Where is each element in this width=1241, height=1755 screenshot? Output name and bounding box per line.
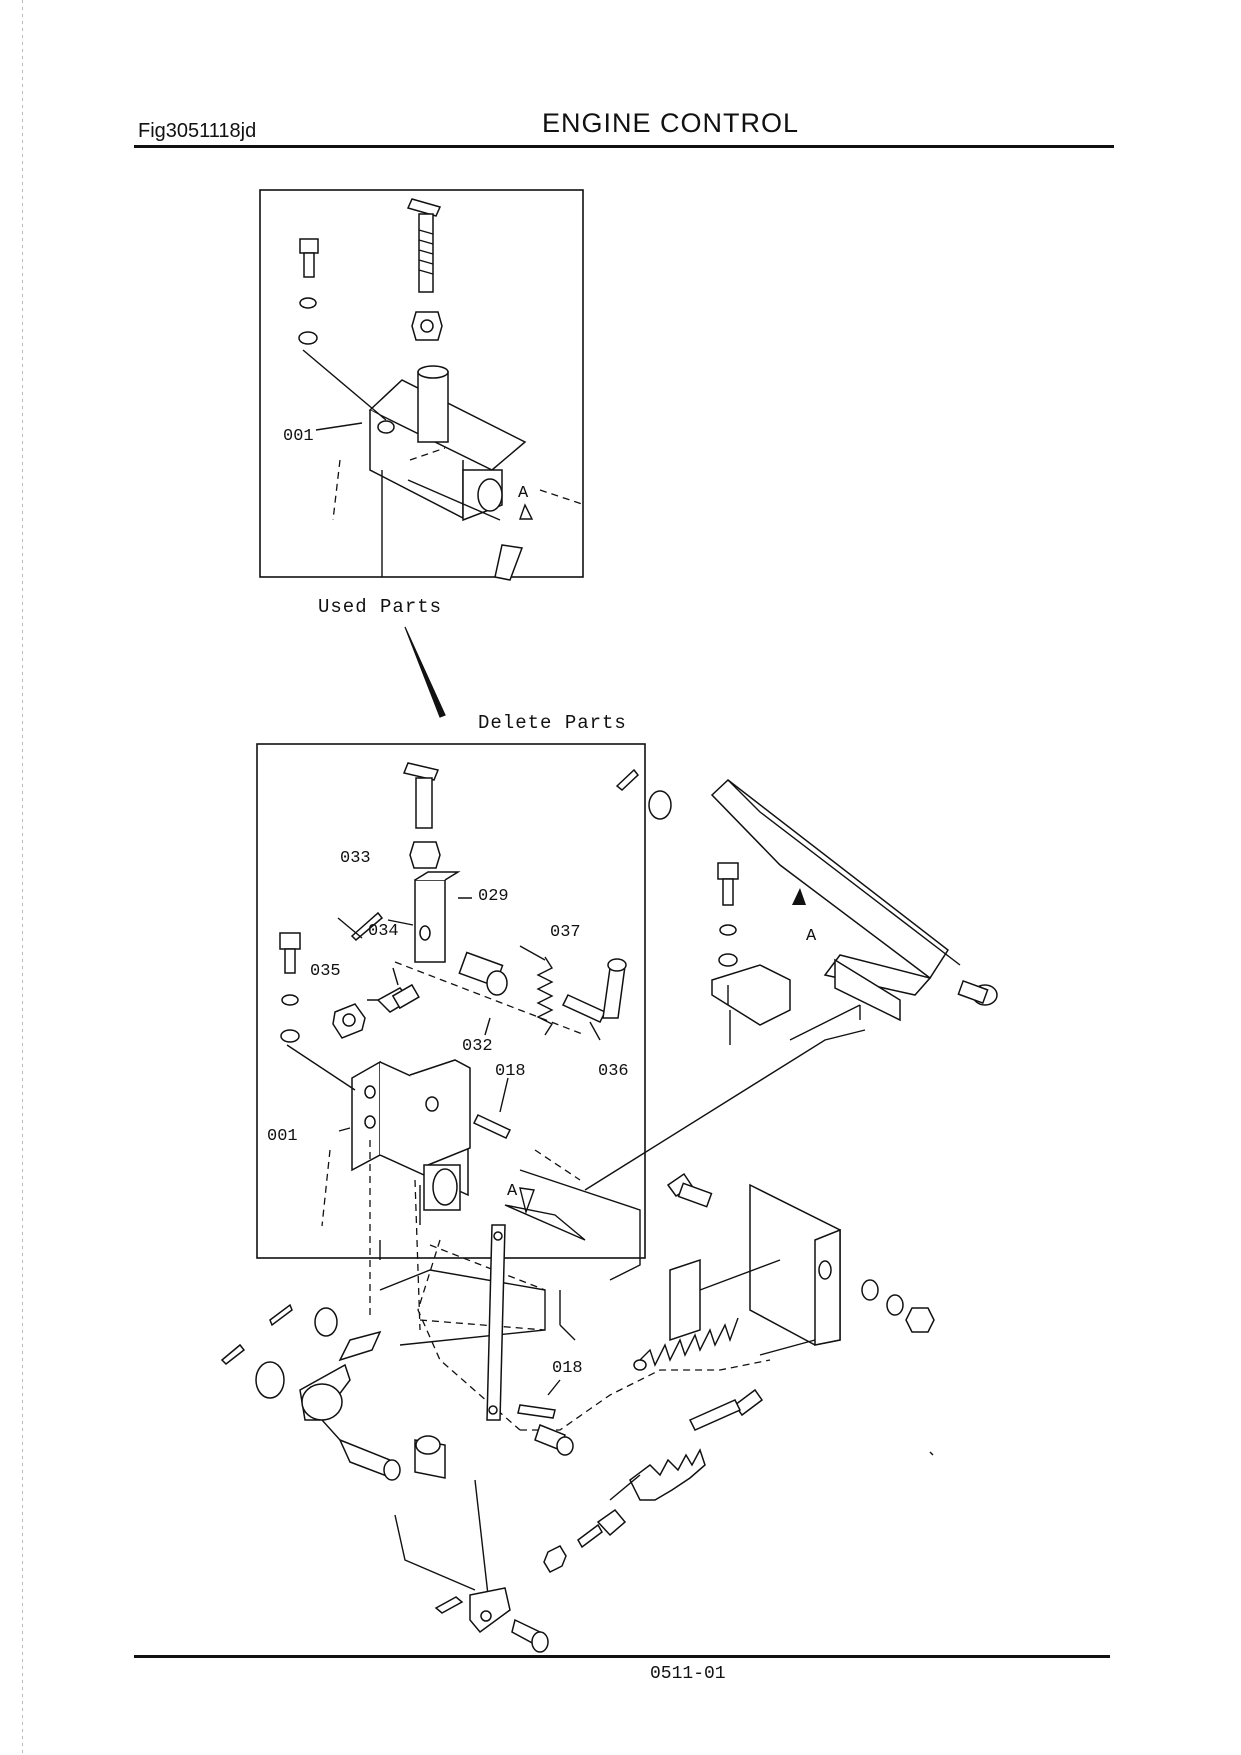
inset-bolt xyxy=(298,238,319,345)
used-parts-frame xyxy=(259,189,584,578)
throttle-cable xyxy=(543,1339,816,1573)
delete-stop-screw xyxy=(402,762,441,869)
callout-037: 037 xyxy=(550,923,581,942)
callout-032: 032 xyxy=(462,1037,493,1056)
page-number: 0511-01 xyxy=(650,1664,726,1684)
throttle-lever xyxy=(220,1303,446,1481)
accelerator-pedal-assembly: A xyxy=(584,768,998,1191)
callout-033: 033 xyxy=(340,849,371,868)
delete-bolt-washers xyxy=(279,932,301,1043)
bottom-clevis xyxy=(434,1587,549,1653)
page-title: ENGINE CONTROL xyxy=(542,108,800,138)
scan-edge xyxy=(22,0,23,1755)
figure-code: Fig3051118jd xyxy=(138,120,257,142)
inset-stop-screw xyxy=(406,198,443,341)
callout-018-main: 018 xyxy=(552,1359,583,1378)
header-rule xyxy=(134,145,1114,148)
callout-001-used: 001 xyxy=(283,427,314,446)
callout-029: 029 xyxy=(478,887,509,906)
transition-arrow xyxy=(404,626,446,718)
callout-034: 034 xyxy=(368,922,399,941)
inset-bracket xyxy=(368,365,527,522)
part-035-spacer xyxy=(332,1003,366,1039)
delete-parts-box: 033 029 034 037 035 032 036 018 001 A xyxy=(256,743,646,1260)
part-037-spring xyxy=(536,956,554,1036)
used-parts-caption: Used Parts xyxy=(318,596,442,618)
footer-rule xyxy=(134,1655,1110,1658)
used-parts-inset: 001 A xyxy=(259,189,586,581)
view-marker-a-delete: A xyxy=(507,1182,518,1201)
main-control-assembly: 018 xyxy=(220,1140,935,1653)
pedal-stopper-bolt xyxy=(717,862,739,967)
part-018-pin-upper xyxy=(472,1114,512,1139)
callout-001-delete: 001 xyxy=(267,1127,298,1146)
callout-035: 035 xyxy=(310,962,341,981)
part-034-bolt xyxy=(376,983,420,1013)
part-033-cotter-pin xyxy=(350,911,384,942)
part-018-pin-lower xyxy=(517,1404,574,1456)
part-029-clevis xyxy=(414,871,461,963)
part-001-bracket xyxy=(351,1059,471,1211)
delete-parts-frame xyxy=(256,743,646,1259)
plate-bolt xyxy=(666,1172,713,1208)
right-bracket xyxy=(749,1183,935,1346)
callout-018-delete: 018 xyxy=(495,1062,526,1081)
view-marker-a-pedal: A xyxy=(806,927,817,946)
callout-036: 036 xyxy=(598,1062,629,1081)
part-036-lever xyxy=(561,958,627,1023)
view-marker-a-used: A xyxy=(518,484,529,503)
delete-parts-caption: Delete Parts xyxy=(478,712,627,734)
pedal-view-arrow xyxy=(792,888,806,905)
part-032-pin xyxy=(458,951,508,996)
